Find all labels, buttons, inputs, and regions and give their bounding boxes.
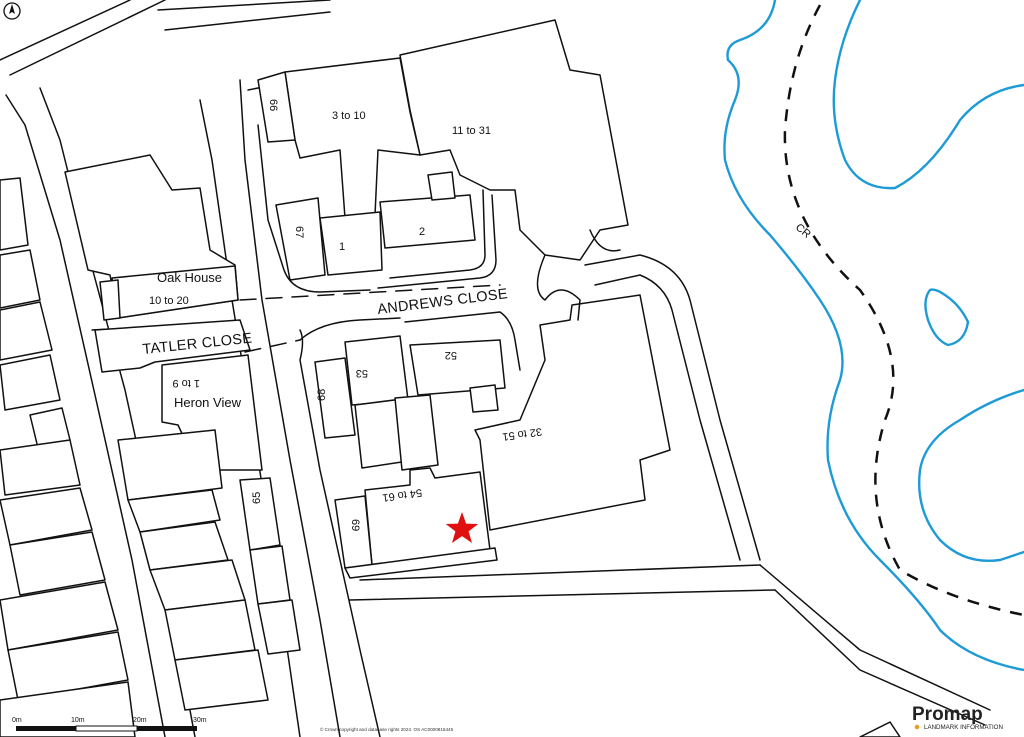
scale-tick-20: 20m	[133, 717, 147, 724]
block-69	[334, 495, 373, 569]
block-67	[275, 197, 326, 281]
label-oak-house: Oak House	[157, 270, 222, 285]
brand-name: Promap	[912, 704, 983, 725]
block-2	[379, 194, 476, 249]
label-65: 65	[251, 492, 263, 504]
label-67: 67	[293, 226, 305, 238]
river-bank-line	[723, 0, 1024, 672]
scale-tick-10: 10m	[71, 717, 85, 724]
brand-tagline: LANDMARK INFORMATION	[924, 724, 1003, 731]
river	[723, 0, 1024, 672]
label-heron-view: Heron View	[174, 395, 242, 410]
star-icon	[445, 512, 479, 543]
scale-tick-30: 30m	[193, 717, 207, 724]
label-oak-house-range: 10 to 20	[149, 295, 189, 307]
label-66: 66	[267, 99, 279, 111]
block-68	[314, 357, 356, 439]
label-53: 53	[356, 367, 368, 379]
promap-logo: Promap LANDMARK INFORMATION	[912, 704, 1003, 731]
north-arrow-icon	[3, 2, 21, 20]
block-53	[344, 335, 409, 406]
block-52	[409, 339, 506, 396]
block-3-to-10	[284, 57, 421, 219]
label-11-to-31: 11 to 31	[452, 125, 491, 137]
river-boundary-line	[783, 4, 1024, 617]
label-2: 2	[419, 226, 425, 238]
tatler-close-block	[94, 319, 251, 373]
label-32-to-51: 32 to 51	[502, 425, 543, 442]
scale-bar: 0m 10m 20m 30m	[12, 717, 207, 732]
river-label: CR	[793, 221, 813, 240]
block-1	[319, 211, 383, 276]
scale-tick-0: 0m	[12, 717, 22, 724]
label-heron-view-range: 1 to 9	[172, 377, 200, 389]
label-54-to-61: 54 to 61	[382, 486, 423, 503]
label-3-to-10: 3 to 10	[332, 110, 366, 122]
block-11-to-31	[399, 19, 629, 261]
label-68: 68	[316, 389, 328, 401]
river-bank-line	[918, 388, 1024, 562]
block-66	[257, 71, 296, 143]
river-bank-line	[832, 0, 1024, 190]
block-65	[239, 477, 281, 551]
label-69: 69	[349, 519, 361, 531]
road-network	[0, 0, 991, 737]
river-bank-line	[924, 288, 970, 347]
block-32-to-51	[474, 294, 671, 531]
copyright-text: © Crown copyright and database rights 20…	[320, 726, 454, 732]
label-1: 1	[339, 241, 345, 253]
label-52: 52	[445, 349, 457, 361]
buildings	[0, 19, 901, 737]
